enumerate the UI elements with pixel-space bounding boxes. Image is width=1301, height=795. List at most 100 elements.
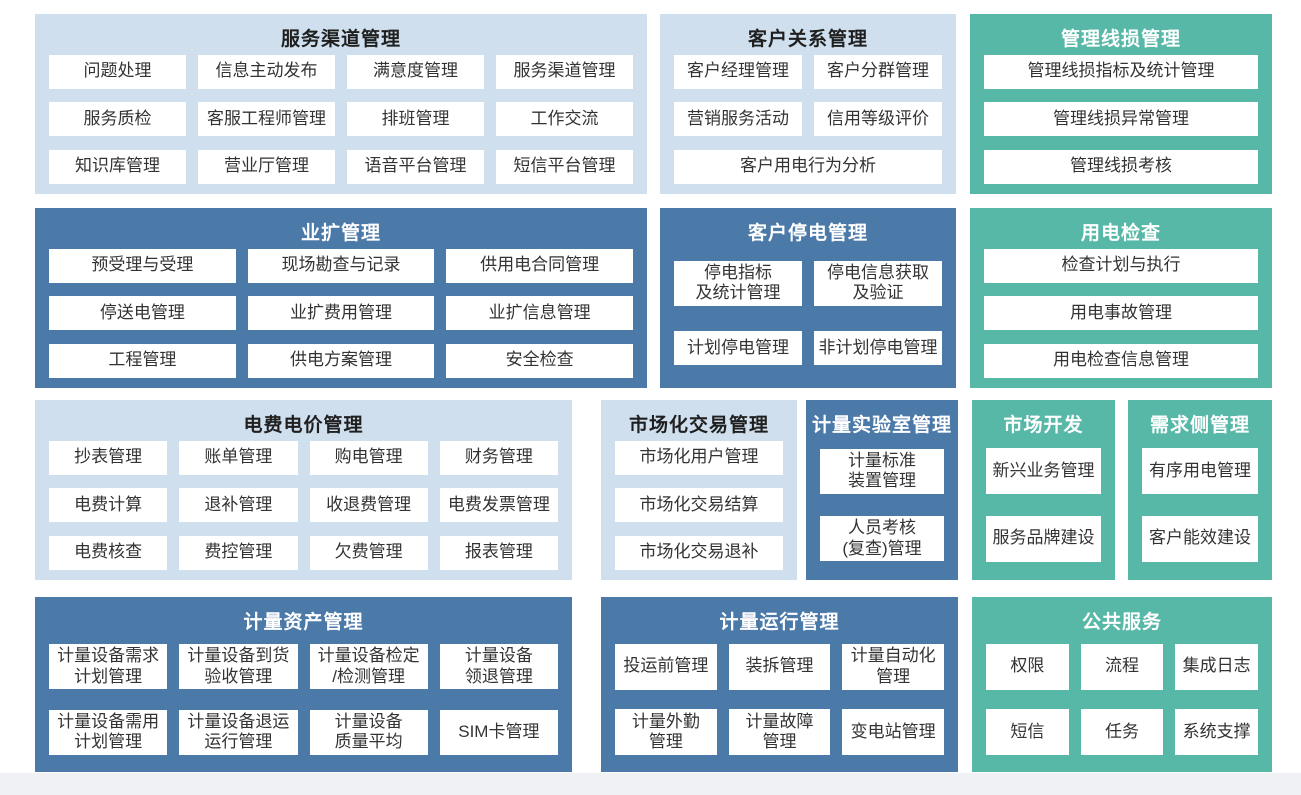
module-item[interactable]: 管理线损考核 — [984, 149, 1258, 184]
block-market-trade: 市场化交易管理市场化用户管理市场化交易结算市场化交易退补 — [601, 400, 797, 580]
module-item[interactable]: 计量故障 管理 — [728, 709, 831, 756]
block-title: 电费电价管理 — [243, 415, 364, 436]
module-item[interactable]: 停电信息获取 及验证 — [814, 260, 942, 306]
module-item[interactable]: 计量外勤 管理 — [615, 709, 717, 756]
module-item[interactable]: 任务 — [1080, 709, 1164, 756]
block-grid: 新兴业务管理服务品牌建设 — [972, 438, 1115, 580]
module-item[interactable]: 计量设备需求 计划管理 — [49, 644, 168, 690]
module-item[interactable]: 问题处理 — [49, 54, 186, 89]
block-grid: 检查计划与执行用电事故管理用电检查信息管理 — [970, 246, 1272, 388]
module-item[interactable]: 购电管理 — [309, 440, 428, 475]
module-item[interactable]: 收退费管理 — [309, 488, 428, 522]
module-item[interactable]: 人员考核 (复查)管理 — [820, 515, 944, 562]
module-item[interactable]: 账单管理 — [179, 440, 298, 475]
module-item[interactable]: 装拆管理 — [728, 643, 831, 690]
block-title: 用电检查 — [1080, 223, 1161, 244]
module-item[interactable]: 现场勘查与记录 — [247, 248, 435, 283]
module-item[interactable]: 流程 — [1080, 643, 1164, 690]
module-item[interactable]: 有序用电管理 — [1142, 448, 1258, 495]
module-item[interactable]: 业扩信息管理 — [446, 296, 633, 330]
block-market-dev: 市场开发新兴业务管理服务品牌建设 — [972, 400, 1115, 580]
module-item[interactable]: 计量标准 装置管理 — [820, 448, 944, 495]
block-grid: 有序用电管理客户能效建设 — [1128, 438, 1272, 580]
block-grid: 预受理与受理现场勘查与记录供用电合同管理停送电管理业扩费用管理业扩信息管理工程管… — [35, 246, 647, 388]
block-grid: 客户经理管理客户分群管理营销服务活动信用等级评价客户用电行为分析 — [660, 52, 956, 194]
module-item[interactable]: 电费发票管理 — [439, 488, 558, 522]
module-item[interactable]: 计量设备退运 运行管理 — [179, 709, 298, 755]
module-item[interactable]: 信用等级评价 — [814, 102, 942, 136]
module-item[interactable]: 抄表管理 — [49, 440, 168, 475]
module-item[interactable]: 预受理与受理 — [49, 248, 236, 283]
module-item[interactable]: 电费计算 — [49, 488, 168, 522]
block-customer-relation: 客户关系管理客户经理管理客户分群管理营销服务活动信用等级评价客户用电行为分析 — [660, 14, 956, 194]
module-item[interactable]: 停送电管理 — [49, 296, 236, 330]
module-item[interactable]: 计量设备需用 计划管理 — [49, 709, 168, 755]
block-grid: 计量标准 装置管理人员考核 (复查)管理 — [806, 438, 958, 580]
module-item[interactable]: 市场化交易结算 — [615, 488, 783, 522]
module-item[interactable]: 计量设备 领退管理 — [439, 644, 558, 690]
module-item[interactable]: 客户用电行为分析 — [674, 149, 942, 184]
module-item[interactable]: 费控管理 — [179, 535, 298, 570]
module-item[interactable]: 知识库管理 — [49, 149, 186, 184]
block-title: 业扩管理 — [300, 223, 381, 244]
module-item[interactable]: 计划停电管理 — [674, 331, 802, 366]
module-item[interactable]: 管理线损指标及统计管理 — [984, 54, 1258, 89]
module-item[interactable]: 停电指标 及统计管理 — [674, 260, 802, 306]
module-item[interactable]: 客户经理管理 — [674, 54, 802, 89]
module-item[interactable]: 计量自动化 管理 — [842, 643, 944, 690]
module-item[interactable]: 欠费管理 — [309, 535, 428, 570]
module-item[interactable]: 排班管理 — [347, 102, 484, 136]
module-item[interactable]: 语音平台管理 — [347, 149, 484, 184]
module-item[interactable]: 业扩费用管理 — [247, 296, 435, 330]
block-business-expansion: 业扩管理预受理与受理现场勘查与记录供用电合同管理停送电管理业扩费用管理业扩信息管… — [35, 208, 647, 388]
module-item[interactable]: 非计划停电管理 — [814, 331, 942, 366]
module-item[interactable]: 市场化交易退补 — [615, 535, 783, 570]
bottom-strip — [0, 773, 1301, 795]
block-title: 服务渠道管理 — [280, 29, 401, 50]
block-title: 计量实验室管理 — [811, 415, 952, 436]
module-item[interactable]: 检查计划与执行 — [984, 248, 1258, 283]
module-item[interactable]: 安全检查 — [446, 343, 633, 378]
module-item[interactable]: 信息主动发布 — [198, 54, 335, 89]
module-item[interactable]: 管理线损异常管理 — [984, 102, 1258, 136]
module-item[interactable]: 服务质检 — [49, 102, 186, 136]
module-item[interactable]: 投运前管理 — [615, 643, 717, 690]
module-item[interactable]: 工作交流 — [496, 102, 633, 136]
module-item[interactable]: 服务渠道管理 — [496, 54, 633, 89]
module-item[interactable]: 短信 — [986, 709, 1069, 756]
module-item[interactable]: 市场化用户管理 — [615, 440, 783, 475]
block-title: 需求侧管理 — [1149, 415, 1250, 436]
module-item[interactable]: 新兴业务管理 — [986, 448, 1101, 495]
module-item[interactable]: 计量设备到货 验收管理 — [179, 644, 298, 690]
module-item[interactable]: 满意度管理 — [347, 54, 484, 89]
module-item[interactable]: 电费核查 — [49, 535, 168, 570]
module-item[interactable]: 计量设备 质量平均 — [309, 709, 428, 755]
module-item[interactable]: 客户能效建设 — [1142, 515, 1258, 562]
module-item[interactable]: 工程管理 — [49, 343, 236, 378]
module-item[interactable]: 营销服务活动 — [674, 102, 802, 136]
module-item[interactable]: 集成日志 — [1175, 643, 1258, 690]
module-item[interactable]: 供用电合同管理 — [446, 248, 633, 283]
module-item[interactable]: 服务品牌建设 — [986, 515, 1101, 562]
block-metering-lab: 计量实验室管理计量标准 装置管理人员考核 (复查)管理 — [806, 400, 958, 580]
module-item[interactable]: 退补管理 — [179, 488, 298, 522]
module-item[interactable]: 计量设备检定 /检测管理 — [309, 644, 428, 690]
module-item[interactable]: 用电检查信息管理 — [984, 343, 1258, 378]
module-item[interactable]: 客服工程师管理 — [198, 102, 335, 136]
module-item[interactable]: 营业厅管理 — [198, 149, 335, 184]
module-item[interactable]: 财务管理 — [439, 440, 558, 475]
module-item[interactable]: 用电事故管理 — [984, 296, 1258, 330]
module-item[interactable]: 供电方案管理 — [247, 343, 435, 378]
block-metering-operation: 计量运行管理投运前管理装拆管理计量自动化 管理计量外勤 管理计量故障 管理变电站… — [601, 597, 958, 772]
block-grid: 停电指标 及统计管理停电信息获取 及验证计划停电管理非计划停电管理 — [660, 246, 956, 388]
module-item[interactable]: 权限 — [986, 643, 1069, 690]
module-item[interactable]: 短信平台管理 — [496, 149, 633, 184]
module-item[interactable]: 报表管理 — [439, 535, 558, 570]
block-customer-outage: 客户停电管理停电指标 及统计管理停电信息获取 及验证计划停电管理非计划停电管理 — [660, 208, 956, 388]
module-item[interactable]: 系统支撑 — [1175, 709, 1258, 756]
module-item[interactable]: SIM卡管理 — [439, 709, 558, 755]
module-item[interactable]: 客户分群管理 — [814, 54, 942, 89]
module-item[interactable]: 变电站管理 — [842, 709, 944, 756]
block-grid: 抄表管理账单管理购电管理财务管理电费计算退补管理收退费管理电费发票管理电费核查费… — [35, 438, 572, 580]
